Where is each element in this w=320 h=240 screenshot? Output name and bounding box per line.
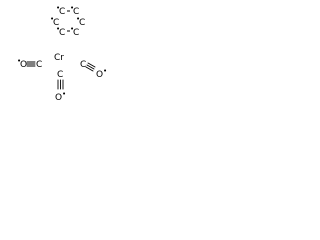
radical-mark: • [62,90,66,98]
carbonyl-oxygen: O [20,60,27,70]
chromium-atom: Cr [54,53,64,63]
ring-carbon: • C [70,4,81,17]
ring-carbon-label: C [73,28,79,38]
chromium-arene-tricarbonyl-diagram: • C • C • C • C • C • C [17,4,107,103]
carbonyl-carbon: C [36,60,42,70]
radical-mark: • [50,15,54,23]
ring-carbon-label: C [59,7,65,17]
ring-carbon: • C [56,25,67,38]
ring-carbon: • C [76,15,87,28]
carbonyl-oxygen: O [55,93,62,103]
carbonyl-ligand-left: • O C [17,57,42,70]
radical-mark: • [70,25,74,33]
carbonyl-ligand-bottom: C O • [55,70,66,103]
carbonyl-oxygen: O [96,70,103,80]
ring-carbon-label: C [53,18,59,28]
benzene-ring: • C • C • C • C • C • C [50,4,87,38]
ring-carbon-label: C [59,28,65,38]
ring-carbon: • C [50,15,61,28]
radical-mark: • [70,4,74,12]
carbonyl-ligand-right: C O • [80,60,107,80]
triple-bond [86,64,95,70]
radical-mark: • [56,4,60,12]
radical-mark: • [76,15,80,23]
radical-mark: • [56,25,60,33]
ring-carbon: • C [56,4,67,17]
triple-bond [87,62,96,68]
radical-mark: • [103,67,107,75]
carbonyl-carbon: C [80,60,86,70]
triple-bond [85,66,94,72]
carbonyl-carbon: C [57,70,63,80]
ring-carbon-label: C [79,18,85,28]
ring-carbon: • C [70,25,81,38]
radical-mark: • [17,57,21,65]
ring-carbon-label: C [73,7,79,17]
